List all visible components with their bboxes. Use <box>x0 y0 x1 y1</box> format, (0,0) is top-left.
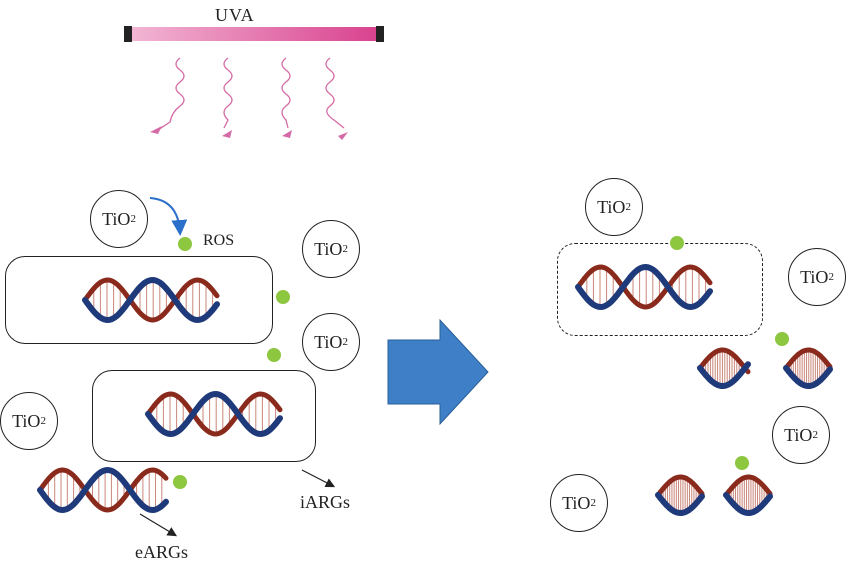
dna-strand-red <box>783 347 833 371</box>
dna-helix-damaged-cell <box>575 263 713 311</box>
tio2-text: TiO <box>102 208 131 229</box>
dna-strand-blue <box>655 492 705 516</box>
dna-strand-blue <box>697 361 751 389</box>
dna-helix-free <box>37 466 169 514</box>
dna-strand-red <box>655 474 705 498</box>
uv-ray-3 <box>281 57 291 129</box>
bacterial-cell-2 <box>92 370 316 462</box>
bacterial-cell-1 <box>5 256 273 344</box>
tio2-text: TiO <box>784 424 813 445</box>
dna-layer <box>37 263 833 516</box>
uv-ray-heads <box>150 126 348 140</box>
lamp-cap-right <box>376 26 384 42</box>
tio2-text: TiO <box>314 331 343 352</box>
dna-fragment <box>697 347 751 389</box>
tio2-text: TiO <box>597 196 626 217</box>
dna-fragment <box>783 347 833 389</box>
dna-fragment <box>655 474 705 516</box>
dna-helix-cell-1 <box>82 276 220 324</box>
dna-fragment <box>723 474 773 516</box>
damaged-cell <box>557 243 763 336</box>
dna-strand-red <box>82 277 220 323</box>
dna-strand-red <box>575 264 713 310</box>
uv-rays <box>157 57 345 131</box>
iargs-label: iARGs <box>300 492 351 512</box>
ros-dot <box>670 236 684 250</box>
lamp-cap-left <box>124 26 132 42</box>
tio2-text: TiO <box>12 410 41 431</box>
ros-dot <box>735 456 749 470</box>
dna-strand-red <box>37 467 169 513</box>
dna-strand-blue <box>575 263 713 311</box>
dna-strand-red <box>697 347 751 375</box>
eargs-label: eARGs <box>135 542 188 562</box>
ros-dot <box>267 348 281 362</box>
tio2-text: TiO <box>800 266 829 287</box>
dna-strand-blue <box>723 492 773 516</box>
generation-arrow <box>149 197 188 236</box>
tio2-text: TiO <box>314 238 343 259</box>
dna-strand-red <box>723 474 773 498</box>
uva-label: UVA <box>215 5 255 25</box>
dna-strand-blue <box>37 466 169 514</box>
dna-strand-blue <box>145 390 283 438</box>
iargs-pointer <box>301 469 336 488</box>
dna-strand-blue <box>783 365 833 389</box>
eargs-pointer <box>139 513 178 537</box>
ros-dot <box>173 475 187 489</box>
dna-helix-cell-2 <box>145 390 283 438</box>
process-arrow <box>387 318 489 426</box>
uv-ray-4 <box>325 57 345 129</box>
ros-dot <box>178 237 192 251</box>
dna-strand-blue <box>82 276 220 324</box>
tio2-text: TiO <box>562 492 591 513</box>
dna-strand-red <box>145 391 283 437</box>
ros-dot <box>775 332 789 346</box>
ros-dot <box>276 290 290 304</box>
uva-lamp <box>130 27 378 41</box>
uv-ray-2 <box>223 57 233 129</box>
ros-label: ROS <box>203 232 235 249</box>
uv-ray-1 <box>157 57 185 131</box>
